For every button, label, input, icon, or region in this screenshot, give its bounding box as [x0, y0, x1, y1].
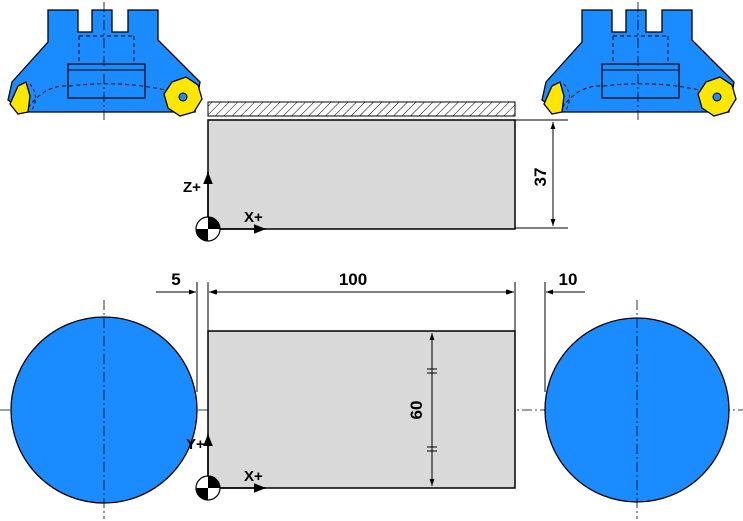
datum-origin-icon: [195, 216, 221, 242]
dimension-length: 100: [210, 270, 513, 295]
cutter-circle-left: [10, 300, 198, 519]
dimension-right-clearance-label: 10: [559, 270, 578, 289]
axis-z-label: Z+: [183, 179, 201, 196]
face-mill-cutter-icon: [7, 2, 201, 120]
dimension-length-label: 100: [339, 270, 367, 289]
dimension-height: 37: [515, 119, 568, 229]
axis-y-label: Y+: [186, 436, 205, 453]
dimension-width-label: 60: [407, 401, 426, 420]
dimension-width: 60: [407, 333, 437, 486]
coordinate-axes-top: Y+ X+: [186, 434, 266, 493]
side-view: 37 Z+ X+: [7, 2, 737, 242]
coordinate-axes-side: Z+ X+: [183, 172, 266, 234]
cutter-circle-right: [544, 300, 730, 519]
dimension-left-clearance-label: 5: [171, 270, 180, 289]
stock-removal-layer: [207, 101, 516, 117]
face-mill-cutter-icon: [541, 2, 735, 120]
octagonal-insert-icon: [543, 81, 565, 115]
datum-origin-icon: [195, 475, 221, 501]
octagonal-insert-icon: [697, 76, 737, 117]
top-view: 5 100 10 60 Y+ X+: [0, 270, 743, 519]
octagonal-insert-icon: [9, 81, 31, 115]
axis-x-label: X+: [244, 209, 263, 226]
axis-x-label: X+: [244, 468, 263, 485]
dimension-height-label: 37: [531, 168, 550, 187]
octagonal-insert-icon: [163, 76, 203, 117]
dimension-left-clearance: 5: [156, 270, 220, 295]
dimension-right-clearance: 10: [500, 270, 585, 295]
workpiece-top: [207, 330, 516, 489]
